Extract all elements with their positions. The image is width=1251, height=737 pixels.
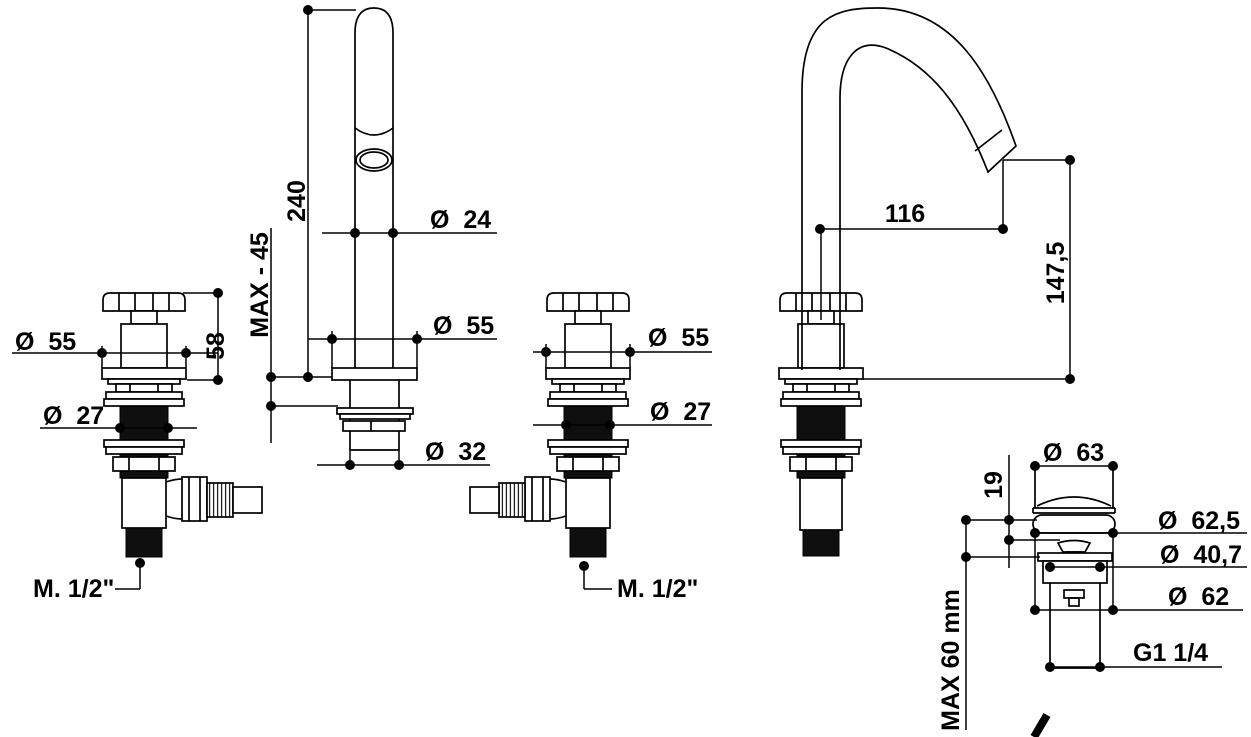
drain-flange	[1032, 514, 1116, 534]
drain-cap-sides	[1034, 467, 1114, 508]
dim-label-drain-thread: G1 1/4	[1133, 639, 1208, 667]
dim-label-curved-spout-height: 147,5	[1042, 242, 1070, 305]
spout-section-line	[354, 127, 394, 136]
drain-cap-dome	[1036, 496, 1112, 507]
dim-label-drain-max-deck: MAX 60 mm	[937, 589, 965, 731]
logo-mark-partial	[1030, 712, 1051, 737]
dim-label-drain-inner-dia: Ø 40,7	[1160, 541, 1242, 569]
dim-label-spout-dia: Ø 24	[430, 206, 491, 234]
drain-plug	[1056, 539, 1092, 553]
dimension-labels: Ø 55 58 Ø 27 M. 1/2" 240 MAX - 45 Ø 24 Ø…	[15, 180, 1242, 731]
dim-label-left-valve-connection: M. 1/2"	[33, 575, 114, 603]
dim-label-spout-shank-dia: Ø 32	[425, 438, 486, 466]
curved-spout-aerator-line	[974, 129, 1003, 152]
dim-label-left-valve-height: 58	[202, 332, 230, 360]
left-valve-drawing	[101, 292, 263, 558]
dim-label-spout-base-dia: Ø 55	[433, 312, 494, 340]
dim-label-drain-flange-dia: Ø 62,5	[1158, 507, 1240, 535]
spout-flange	[331, 367, 418, 381]
center-spout-drawing	[331, 7, 418, 451]
dim-label-spout-max-deck: MAX - 45	[246, 232, 274, 338]
dim-label-left-valve-thread-dia: Ø 27	[43, 402, 104, 430]
dim-label-right-valve-connection: M. 1/2"	[617, 575, 698, 603]
drain-tube	[1049, 583, 1101, 669]
dim-label-drain-cap-dia: Ø 63	[1043, 439, 1104, 467]
dim-label-left-valve-dia: Ø 55	[15, 328, 76, 356]
dim-label-right-valve-dia: Ø 55	[648, 324, 709, 352]
dim-label-right-valve-thread-dia: Ø 27	[650, 398, 711, 426]
dim-label-drain-cap-height: 19	[980, 471, 1008, 499]
spout-aerator-inner	[359, 151, 389, 169]
dim-label-drain-body-dia: Ø 62	[1168, 583, 1229, 611]
spout-tube	[354, 7, 394, 368]
dim-label-spout-height: 240	[283, 180, 311, 222]
curved-spout-drawing	[778, 7, 1017, 557]
drain-cap-rim	[1032, 507, 1116, 514]
dimension-lines	[12, 5, 1247, 730]
spout-aerator-outer	[355, 148, 393, 172]
drain-collar	[1037, 552, 1113, 562]
curved-spout-tube	[801, 7, 1017, 370]
dim-label-curved-spout-reach: 116	[885, 200, 925, 228]
